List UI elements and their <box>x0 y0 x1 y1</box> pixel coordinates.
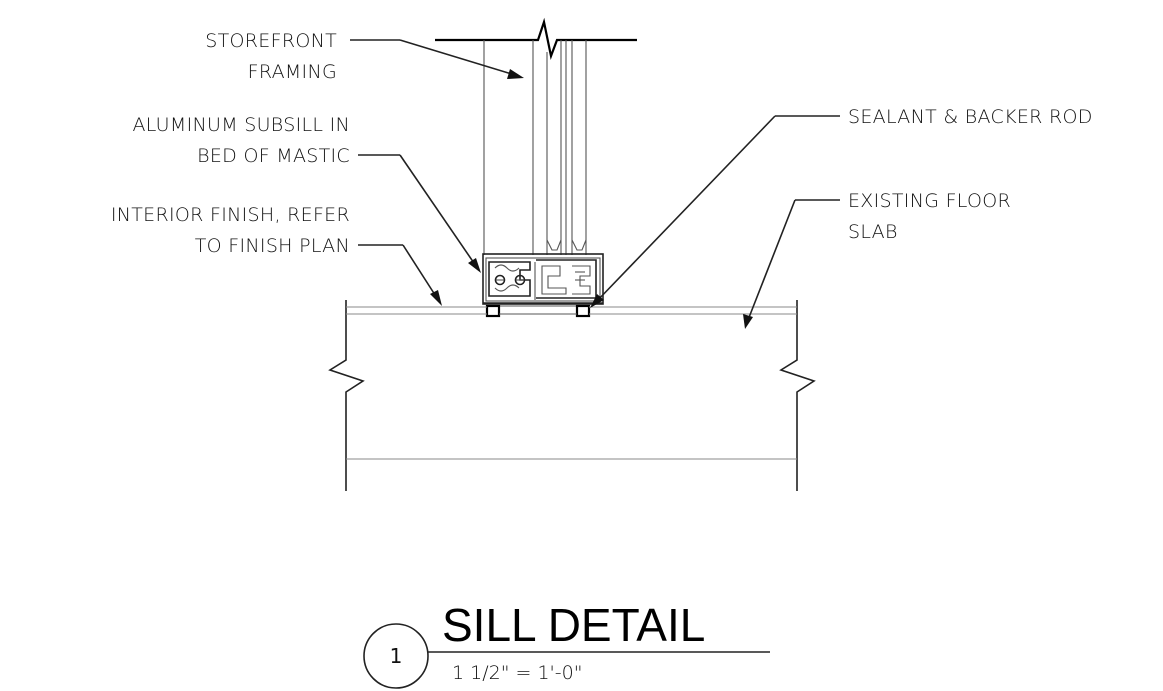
backer-rod-right <box>575 304 591 318</box>
slab-break-right <box>779 300 816 491</box>
note-slab-1: EXISTING FLOOR <box>848 190 1011 212</box>
notes: STOREFRONT FRAMING ALUMINUM SUBSILL IN B… <box>111 30 1093 257</box>
detail-title: SILL DETAIL <box>442 599 705 651</box>
detail-number: 1 <box>390 644 403 668</box>
note-sealant: SEALANT & BACKER ROD <box>848 106 1093 128</box>
backer-rod-left <box>485 304 501 318</box>
detail-scale: 1 1/2" = 1'-0" <box>452 662 582 684</box>
note-subsill-2: BED OF MASTIC <box>197 145 350 167</box>
floor-slab <box>328 300 816 491</box>
note-subsill-1: ALUMINUM SUBSILL IN <box>132 114 350 136</box>
note-storefront-2: FRAMING <box>248 61 337 83</box>
detail-number-bubble <box>363 623 429 689</box>
top-break-line <box>435 17 637 60</box>
note-storefront-1: STOREFRONT <box>205 30 337 52</box>
detail-title-block: 1 SILL DETAIL 1 1/2" = 1'-0" <box>363 599 770 689</box>
note-interior-1: INTERIOR FINISH, REFER <box>111 204 350 226</box>
storefront-framing <box>435 17 637 255</box>
slab-break-left <box>328 300 365 491</box>
note-interior-2: TO FINISH PLAN <box>195 235 350 257</box>
leaders <box>350 39 840 329</box>
aluminum-subsill <box>482 253 604 318</box>
note-slab-2: SLAB <box>848 221 898 243</box>
